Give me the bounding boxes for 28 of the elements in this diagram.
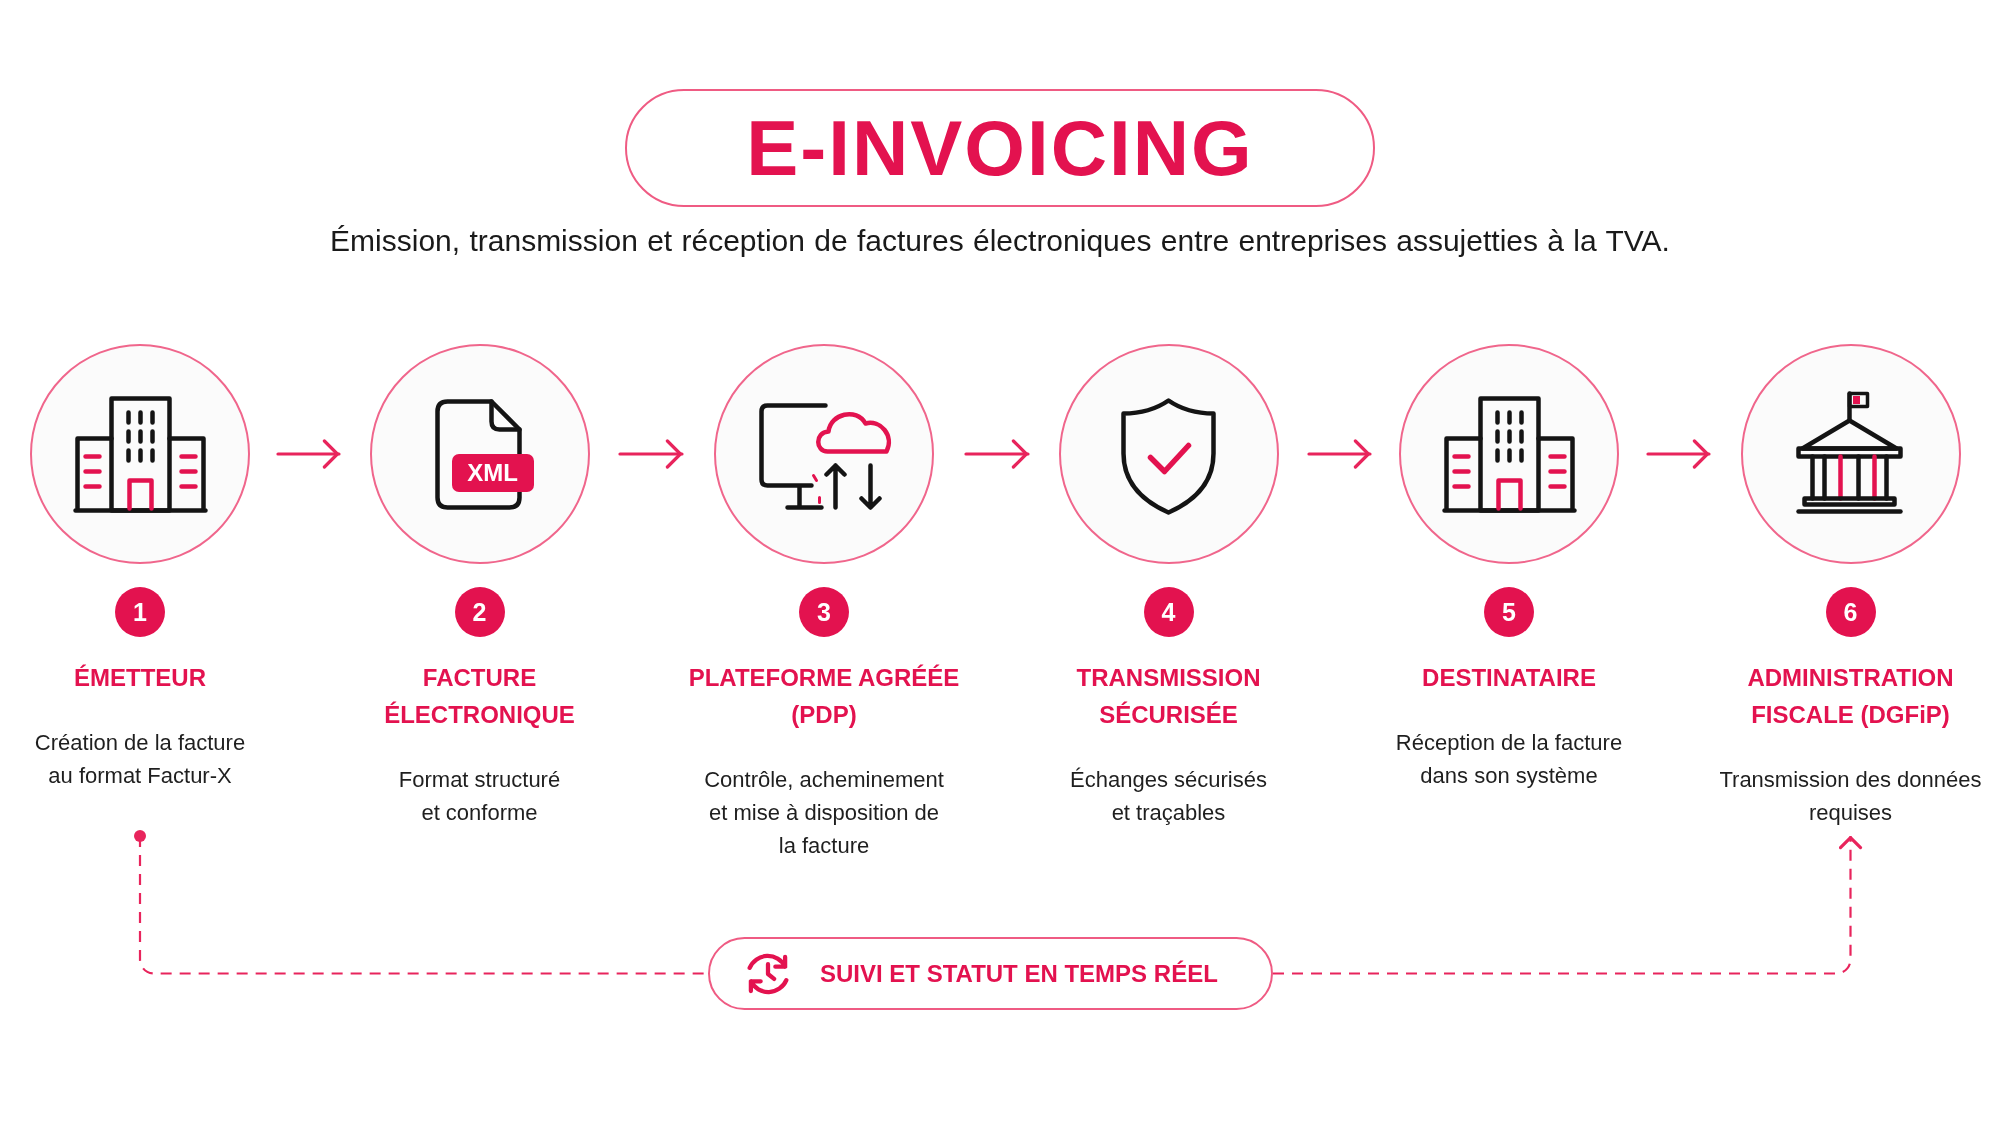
step-description: Transmission des données requises [1718,766,1983,827]
subtitle: Émission, transmission et réception de factures électroniques entre entreprises assujetties à la TVA. [330,223,1670,259]
step-title: DESTINATAIRE [1421,663,1597,693]
step-number: 4 [1143,587,1194,637]
title: E-INVOICING [625,89,1375,207]
step-title: PLATEFORME AGRÉÉE (PDP) [687,663,961,730]
step-description: Création de la facture au format Factur-X [33,729,247,790]
arrow [964,439,1030,469]
arrow [276,439,341,469]
step-title: ÉMETTEUR [73,663,207,693]
arrow [1307,439,1372,469]
step-description: Contrôle, acheminement et mise à disposition de la facture [703,766,945,860]
status-label: SUIVI ET STATUT EN TEMPS RÉEL [820,959,1218,988]
step-title: TRANSMISSION SÉCURISÉE [1075,663,1262,730]
step-description: Échanges sécurisés et traçables [1069,766,1268,827]
step-title: ADMINISTRATION FISCALE (DGFiP) [1746,663,1955,730]
file-format-tag: XML [451,454,534,492]
step-description: Réception de la facture dans son système [1394,729,1624,790]
step-title: FACTURE ÉLECTRONIQUE [383,663,576,730]
step-number: 2 [454,587,505,637]
step-description: Format structuré et conforme [397,766,562,827]
arrow [1646,439,1711,469]
dashed-arrow [1273,836,1863,975]
arrow [618,439,684,469]
step-number: 3 [799,587,849,637]
step-number: 5 [1484,587,1534,637]
step-number: 6 [1825,587,1876,637]
step-number: 1 [115,587,165,637]
